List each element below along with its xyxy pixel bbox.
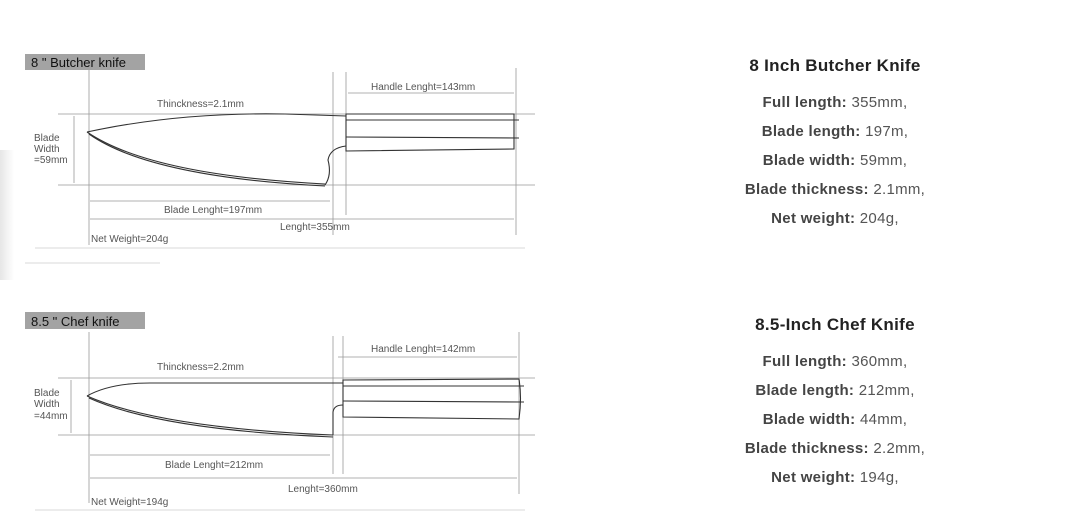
net-weight-label: Net Weight=204g [91,234,168,245]
length-label: Lenght=355mm [280,222,350,233]
butcher-knife-diagram: 8 " Butcher knife Thinckness=2.1mm Handl… [25,54,535,264]
spec-value: 355mm, [851,94,908,111]
blade-width-label-2: Width [34,399,60,410]
spec-value: 2.1mm, [873,181,926,198]
spec-row: Blade width: 59mm, [700,146,970,175]
spec-title: 8 Inch Butcher Knife [749,56,921,75]
thickness-label: Thinckness=2.2mm [157,362,244,373]
knife-outline [86,378,525,438]
spec-row: Net weight: 204g, [700,204,970,233]
diagram-label: 8.5 " Chef knife [31,314,119,329]
blade-length-label: Blade Lenght=212mm [165,460,263,471]
spec-title: 8.5-Inch Chef Knife [755,315,915,334]
handle-length-label: Handle Lenght=143mm [371,82,475,93]
spec-row: Full length: 355mm, [700,88,970,117]
guide-lines [35,332,535,511]
spec-row: Net weight: 194g, [700,463,970,492]
spec-row: Full length: 360mm, [700,347,970,376]
knife-outline [86,113,520,187]
spec-key: Blade length: [761,123,861,140]
spec-row: Blade length: 197m, [700,117,970,146]
spec-key: Blade width: [762,411,856,428]
spec-key: Blade width: [762,152,856,169]
diagram-label: 8 " Butcher knife [31,55,126,70]
spec-value: 59mm, [859,152,908,169]
page-edge-shadow [0,150,14,280]
diagram-label-bg [25,54,145,70]
butcher-knife-specs: 8 Inch Butcher Knife Full length: 355mm,… [700,56,970,233]
blade-width-label-1: Blade [34,388,60,399]
spec-key: Net weight: [771,469,856,486]
length-label: Lenght=360mm [288,484,358,495]
spec-row: Blade length: 212mm, [700,376,970,405]
spec-value: 2.2mm, [873,440,926,457]
spec-key: Blade length: [755,382,855,399]
blade-width-label-3: =44mm [34,411,68,422]
spec-value: 212mm, [858,382,915,399]
blade-length-label: Blade Lenght=197mm [164,205,262,216]
spec-row: Blade thickness: 2.2mm, [700,434,970,463]
thickness-label: Thinckness=2.1mm [157,99,244,110]
spec-key: Blade thickness: [744,181,869,198]
net-weight-label: Net Weight=194g [91,497,168,508]
diagram-label-bg [25,312,145,329]
blade-width-label-3: =59mm [34,155,68,166]
spec-key: Blade thickness: [744,440,869,457]
blade-width-label-1: Blade [34,133,60,144]
spec-value: 44mm, [859,411,908,428]
spec-row: Blade thickness: 2.1mm, [700,175,970,204]
spec-value: 360mm, [851,353,908,370]
spec-value: 197m, [865,123,909,140]
chef-knife-specs: 8.5-Inch Chef Knife Full length: 360mm, … [700,315,970,492]
spec-row: Blade width: 44mm, [700,405,970,434]
spec-value: 204g, [859,210,899,227]
chef-knife-diagram: 8.5 " Chef knife Thinckness=2.2mm Handle… [25,312,535,511]
spec-key: Net weight: [771,210,856,227]
handle-length-label: Handle Lenght=142mm [371,344,475,355]
blade-width-label-2: Width [34,144,60,155]
spec-key: Full length: [762,353,847,370]
guide-lines [25,68,535,264]
spec-key: Full length: [762,94,847,111]
spec-value: 194g, [859,469,899,486]
